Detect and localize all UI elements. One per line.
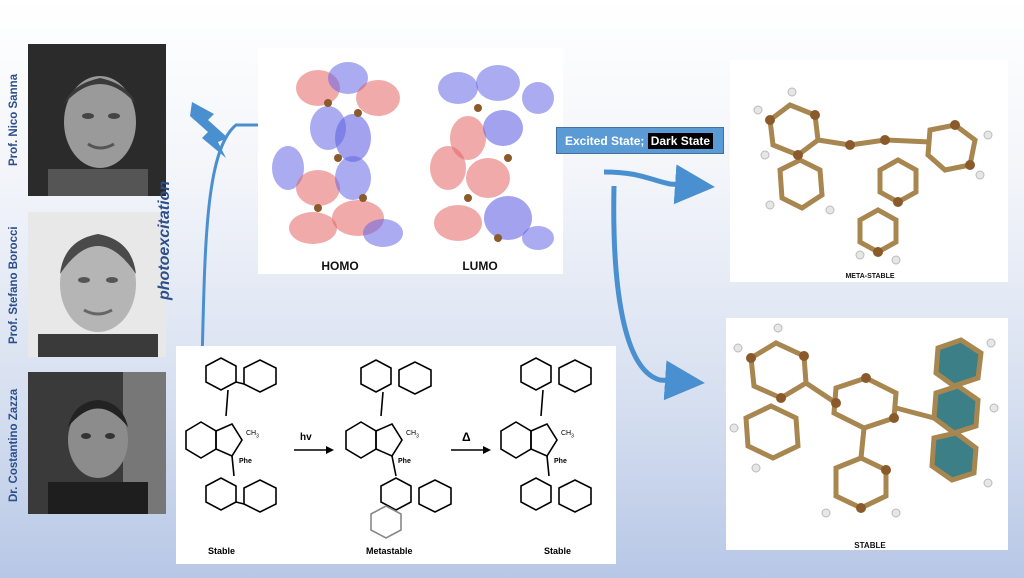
- reaction-scheme: [185, 357, 592, 539]
- homo-label: HOMO: [321, 259, 359, 273]
- phe-label-right: Phe: [554, 458, 567, 465]
- orbital-image: [272, 62, 554, 250]
- stable-label: STABLE: [854, 541, 886, 550]
- reaction-scheme-panel: hv Δ CH3 Phe CH3 Phe CH3 Phe Stable Meta…: [176, 346, 616, 564]
- metastable-label: Metastable: [366, 546, 413, 556]
- phe-label-mid: Phe: [398, 458, 411, 465]
- stable-panel: [726, 318, 1008, 550]
- photo-nico-sanna: [28, 44, 166, 196]
- ch3-label-left: CH3: [246, 430, 259, 440]
- meta-stable-label: META-STABLE: [845, 273, 895, 280]
- phe-label-left: Phe: [239, 458, 252, 465]
- meta-stable-panel: [730, 60, 1008, 282]
- ch3-label-right: CH3: [561, 430, 574, 440]
- stable-structure: [729, 323, 999, 518]
- orbital-panel: [258, 48, 563, 274]
- stable-left-label: Stable: [208, 546, 236, 556]
- dark-state-text: Dark State: [647, 133, 714, 149]
- excited-state-text: Excited State;: [565, 134, 645, 148]
- ch3-label-mid: CH3: [406, 430, 419, 440]
- delta-label: Δ: [462, 430, 471, 444]
- lightning-icon: [190, 102, 228, 158]
- stable-right-label: Stable: [544, 546, 572, 556]
- hv-label: hv: [300, 432, 312, 443]
- state-badge: Excited State; Dark State: [556, 127, 724, 154]
- lumo-label: LUMO: [462, 259, 498, 273]
- photo-stefano-borocci: [28, 212, 166, 357]
- photo-costantino-zazza: [28, 372, 166, 514]
- meta-stable-structure: [753, 87, 993, 265]
